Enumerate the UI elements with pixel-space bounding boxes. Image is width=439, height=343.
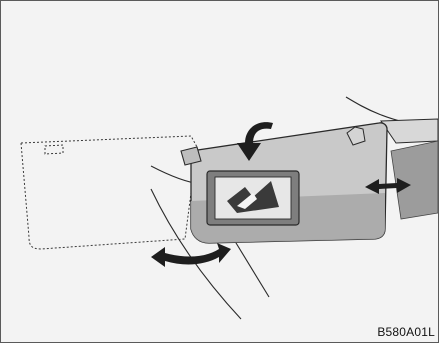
visor-hinge	[181, 147, 201, 165]
pivot-arrow-icon	[151, 243, 231, 267]
visor-side-outline-tab	[45, 145, 63, 154]
figure-code-label: B580A01L	[377, 325, 435, 339]
pillar-line-2	[233, 238, 269, 297]
visor-side-position-outline	[21, 136, 197, 249]
overhead-console	[381, 119, 438, 143]
